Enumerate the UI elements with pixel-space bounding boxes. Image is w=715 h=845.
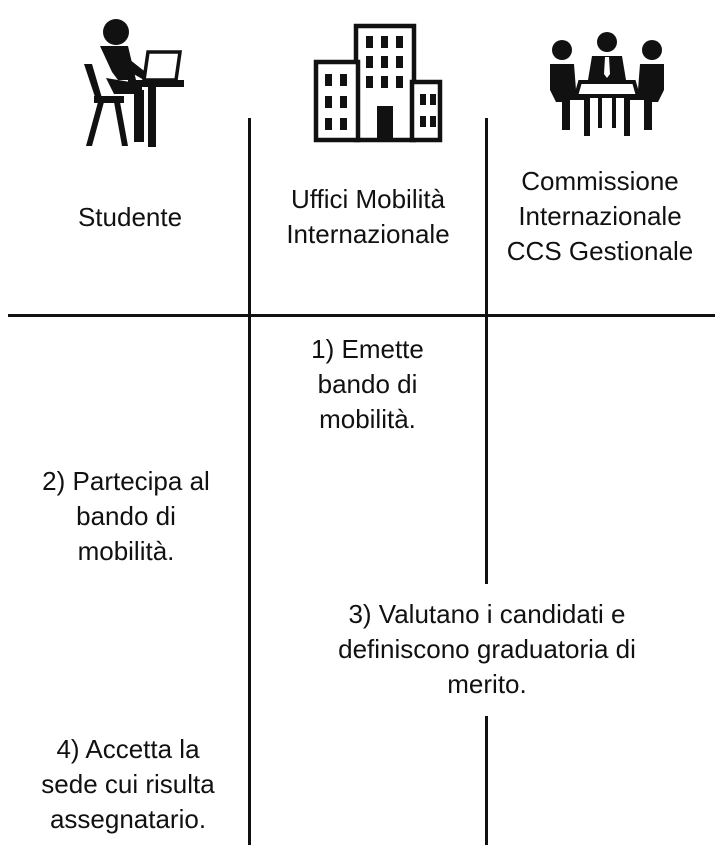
meeting-committee-icon <box>550 32 664 136</box>
step-4-text: 4) Accetta la sede cui risulta assegnata… <box>41 734 215 834</box>
office-building-icon <box>313 23 443 143</box>
lane-divider-left <box>248 118 251 845</box>
lane-divider-right-top <box>485 118 488 584</box>
step-1-text: 1) Emette bando di mobilità. <box>260 332 475 437</box>
lane-header-student: Studente <box>77 202 183 232</box>
lane-header-mobility-office: Uffici Mobilità Internazionale <box>286 184 450 249</box>
lane-header-commission: Commissione Internazionale CCS Gestional… <box>506 166 694 266</box>
student-at-computer-icon <box>84 19 184 147</box>
lane-divider-right-bottom <box>485 716 488 845</box>
header-divider-line <box>8 314 715 317</box>
step-3-text: 3) Valutano i candidati e definiscono gr… <box>270 597 704 702</box>
step-2-text: 2) Partecipa al bando di mobilità. <box>42 466 210 566</box>
